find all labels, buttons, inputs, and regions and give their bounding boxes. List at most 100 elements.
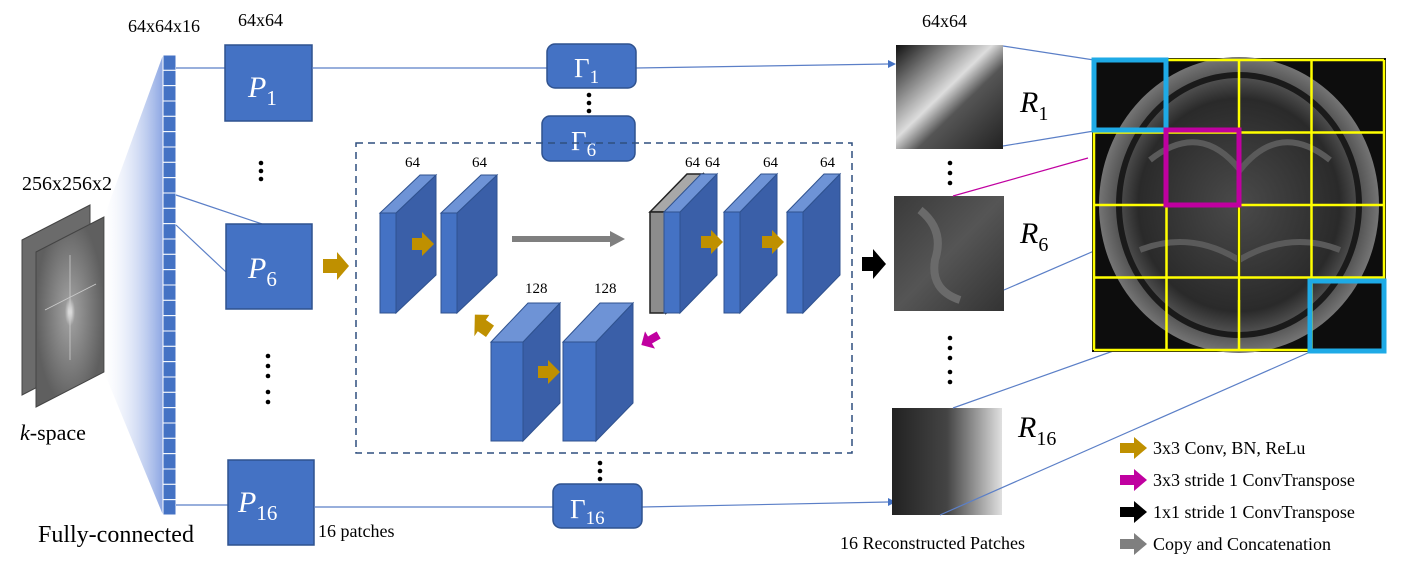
fc-unit — [162, 207, 177, 225]
dec-block-3 — [785, 172, 842, 315]
recon-ellipsis-lower — [947, 335, 953, 385]
legend-arrow-icon — [1120, 437, 1147, 459]
patch-ellipsis-upper — [258, 160, 264, 182]
fc-unit — [162, 483, 177, 501]
dec-label-1: 64 — [685, 155, 701, 171]
enc-label-2: 64 — [472, 155, 488, 171]
recon-caption: 16 Reconstructed Patches — [840, 533, 1025, 553]
dec-conv-arrow-1 — [701, 230, 723, 254]
gamma-1 — [546, 43, 637, 89]
dec-block-1 — [662, 172, 719, 315]
fc-unit — [162, 361, 177, 378]
up-convtranspose-arrow — [641, 331, 661, 349]
fc-column — [162, 54, 177, 516]
fc-unit — [162, 391, 177, 409]
patch-ellipsis-lower — [265, 353, 271, 405]
fc-unit — [162, 299, 177, 317]
p6-to-unet-arrow — [323, 252, 349, 280]
r16-link-bottom — [939, 351, 1311, 516]
unet-frame — [355, 142, 853, 454]
fc-unit — [162, 177, 177, 194]
r1-link-top — [1002, 45, 1095, 61]
fc-unit — [162, 345, 177, 363]
legend: 3x3 Conv, BN, ReLu 3x3 stride 1 ConvTrans… — [1120, 437, 1355, 555]
legend-arrow-icon — [1120, 501, 1147, 523]
enc-conv-arrow — [412, 232, 434, 256]
fc-unit — [162, 223, 177, 240]
fc-unit — [162, 499, 177, 516]
input-size-label: 256x256x2 — [22, 173, 112, 195]
highlight-r6 — [1163, 127, 1242, 208]
recon-r1-label: R1 — [1019, 86, 1048, 125]
dec-label-2: 64 — [705, 155, 721, 171]
bottleneck-block-2 — [561, 301, 635, 443]
fc-unit — [162, 468, 177, 485]
dec-conv-arrow-2 — [762, 230, 784, 254]
patch-p6 — [225, 223, 313, 310]
patches-caption: 16 patches — [318, 521, 394, 541]
fc-unit — [162, 453, 177, 470]
recon-size-label: 64x64 — [922, 11, 967, 31]
legend-text: 1x1 stride 1 ConvTranspose — [1153, 502, 1355, 522]
legend-text: Copy and Concatenation — [1153, 534, 1331, 554]
recon-r16-label: R16 — [1017, 411, 1056, 450]
fc-unit — [162, 330, 177, 347]
fc-unit — [162, 407, 177, 424]
unet-output-arrow — [862, 249, 886, 279]
gamma-16 — [552, 483, 643, 529]
r6-texture — [917, 206, 962, 304]
legend-text: 3x3 stride 1 ConvTranspose — [1153, 470, 1355, 490]
fc-unit — [162, 85, 177, 102]
bottleneck-label-1: 128 — [525, 281, 548, 297]
fc-to-p6-line-b — [175, 224, 227, 273]
fc-unit — [162, 100, 177, 117]
r1-link-bottom — [1002, 130, 1095, 147]
highlight-r1 — [1091, 57, 1169, 133]
fc-unit — [162, 376, 177, 393]
fc-to-p6-line-a — [175, 194, 263, 225]
recon-patch-r1 — [896, 45, 1003, 149]
fc-unit — [162, 161, 177, 179]
kspace-caption: k-space — [20, 420, 86, 445]
fc-unit — [162, 115, 177, 133]
gamma-ellipsis-lower — [597, 460, 603, 482]
gamma16-to-r16-line — [641, 501, 889, 508]
highlight-r16 — [1307, 278, 1387, 354]
patch-p16-label: P16 — [237, 486, 277, 525]
kspace-input — [21, 204, 105, 408]
recon-r6-label: R6 — [1019, 217, 1048, 256]
gamma-1-label: Γ1 — [574, 53, 599, 88]
fc-unit — [162, 437, 177, 455]
recon-ellipsis-upper — [947, 160, 953, 186]
legend-arrow-icon — [1120, 469, 1147, 491]
dec-label-4: 64 — [820, 155, 836, 171]
fc-unit — [162, 284, 177, 301]
fc-unit — [162, 238, 177, 255]
legend-text: 3x3 Conv, BN, ReLu — [1153, 438, 1305, 458]
fc-unit — [162, 422, 177, 439]
gamma-16-label: Γ16 — [570, 494, 605, 529]
enc-block-2 — [439, 173, 499, 315]
gamma-6 — [541, 115, 636, 162]
dec-label-3: 64 — [763, 155, 779, 171]
gamma-ellipsis-upper — [586, 92, 592, 114]
copy-concat-arrow — [512, 231, 625, 247]
fc-unit — [162, 253, 177, 271]
bottleneck-label-2: 128 — [594, 281, 617, 297]
fc-unit — [162, 146, 177, 163]
r6-link-bottom — [1003, 250, 1095, 291]
bottleneck-conv-arrow — [538, 360, 560, 384]
legend-arrow-icon — [1120, 533, 1147, 555]
r6-link-top — [952, 157, 1089, 197]
gamma1-to-r1-line — [635, 63, 889, 69]
recon-patch-r16 — [892, 408, 1002, 515]
gamma1-arrowhead — [888, 60, 896, 68]
fc-unit — [162, 269, 177, 286]
fc-size-label: 64x64x16 — [128, 16, 200, 36]
patch-size-label: 64x64 — [238, 10, 283, 30]
fc-unit — [162, 192, 177, 209]
down-conv-arrow — [474, 314, 495, 338]
dec-block-2 — [722, 172, 779, 315]
patch-p1-label: P1 — [247, 71, 277, 110]
